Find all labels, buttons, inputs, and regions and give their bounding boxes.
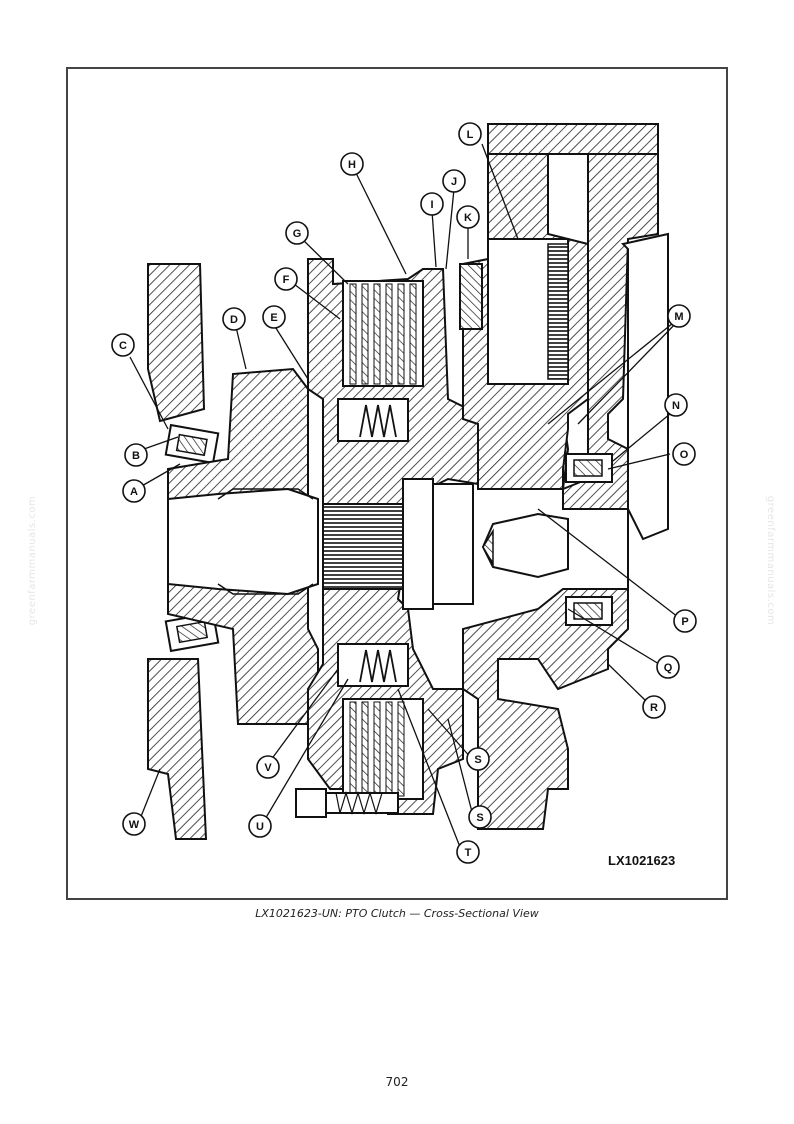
shaft-collar [402,478,434,610]
callout-v [256,755,280,779]
callout-g [285,221,309,245]
callout-p [673,609,697,633]
callout-b [124,443,148,467]
gear-l [487,238,569,385]
callout-label-j: J [451,176,457,188]
left-bearing-upper [164,423,220,465]
leader-lines [129,143,679,848]
callout-label-l: L [467,129,474,141]
callout-label-u: U [256,821,264,833]
callout-label-k: K [464,212,472,224]
inner-shaft-p [481,512,569,579]
callout-label-o: O [680,449,689,461]
callout-j [442,169,466,193]
right-bearing-upper [565,453,613,483]
callout-label-s2: S [476,812,483,824]
callout-label-w: W [129,819,140,831]
clutch-plate-stack-upper [342,280,424,387]
callout-label-h: H [348,159,356,171]
callout-u [248,814,272,838]
pto-clutch-cross-section-diagram: C B A D E F G H I J K L M N O P Q R S S … [111,122,697,868]
callout-label-s1: S [474,754,481,766]
right-housing [487,123,659,155]
seal-k [459,263,483,330]
hub-bore [167,487,319,596]
callout-w [122,812,146,836]
callout-label-d: D [230,314,238,326]
bolt [295,788,399,818]
callout-label-p: P [681,616,688,628]
callout-t [456,840,480,864]
piston-spring-lower [337,643,409,687]
piston-spring-upper [337,398,409,442]
shaft-body [432,483,474,605]
callout-r [642,695,666,719]
callout-a [122,479,146,503]
callout-label-r: R [650,702,658,714]
callout-e [262,305,286,329]
callout-d [222,307,246,331]
hub-inner-cone-low [217,583,314,595]
right-housing-window [621,232,669,541]
callout-label-i: I [430,199,433,211]
callout-s2 [468,805,492,829]
callout-circles [111,122,697,864]
callout-i [420,192,444,216]
callout-label-v: V [264,762,272,774]
figure-caption: LX1021623-UN: PTO Clutch — Cross-Section… [255,907,539,920]
callout-label-e: E [270,312,277,324]
clutch-plate-stack-lower [342,698,424,800]
callout-o [672,442,696,466]
right-housing-outer [462,153,659,830]
callout-letters: C B A D E F G H I J K L M N O P Q R S S … [119,129,689,859]
callout-f [274,267,298,291]
figure-id-label: LX1021623 [608,853,675,868]
callout-label-c: C [119,340,127,352]
callout-label-n: N [672,400,680,412]
callout-label-g: G [293,228,302,240]
left-housing-upper [147,263,206,423]
watermark-right: greenfarmmanuals.com [765,495,777,626]
callout-l [458,122,482,146]
left-housing-lower [147,658,208,840]
splined-shaft [322,503,404,590]
callout-c [111,333,135,357]
callout-s1 [466,747,490,771]
callout-h [340,152,364,176]
callout-m [667,304,691,328]
inner-shaft-tip [482,528,494,567]
callout-n [664,393,688,417]
callout-label-m: M [674,311,683,323]
callout-q [656,655,680,679]
page-number: 702 [385,1075,409,1089]
right-bearing-lower [565,596,613,626]
callout-label-q: Q [664,662,673,674]
callout-label-t: T [465,847,472,859]
callout-label-f: F [283,274,290,286]
callout-label-a: A [130,486,138,498]
hub-inner-cone [217,488,314,500]
watermark-left: greenfarmmanuals.com [27,495,39,626]
callout-label-b: B [132,450,140,462]
figure-frame: C B A D E F G H I J K L M N O P Q R S S … [66,67,728,900]
callout-k [456,205,480,229]
